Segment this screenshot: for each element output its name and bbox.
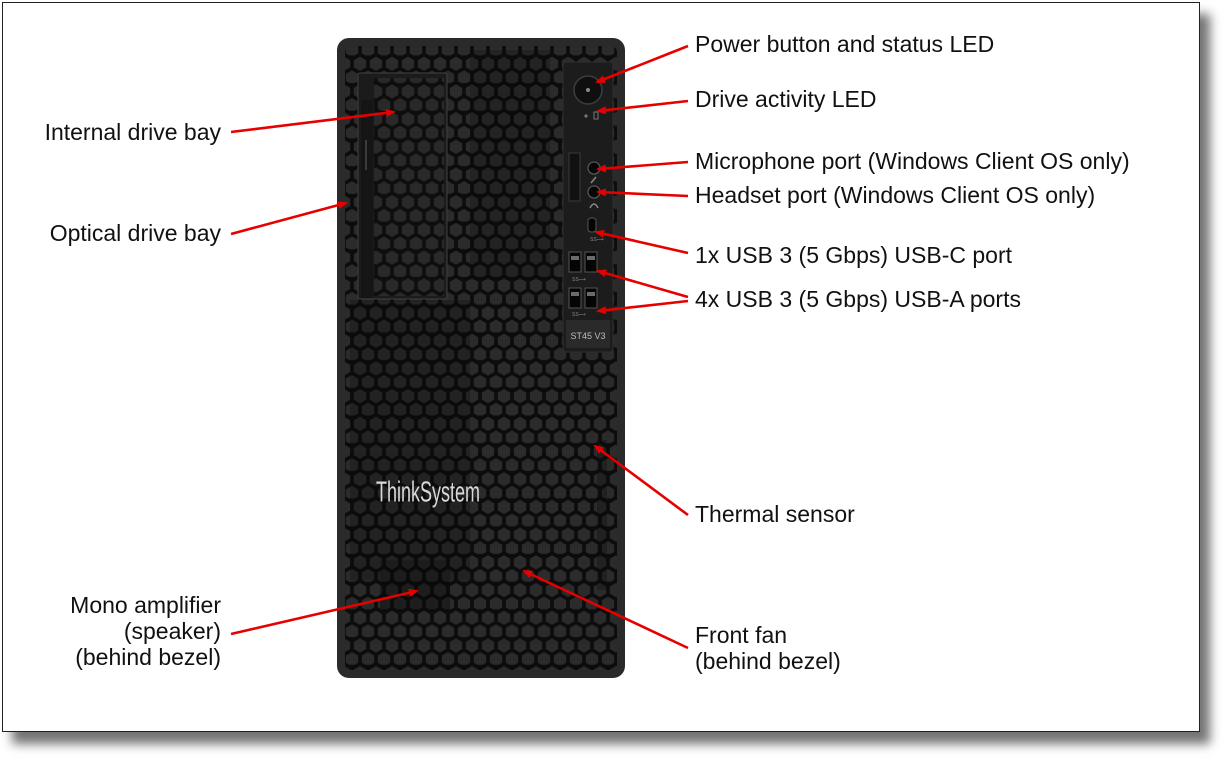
callout-headset: Headset port (Windows Client OS only)	[695, 182, 1096, 208]
optical-bay-slot	[361, 100, 373, 298]
callout-mono-amp-line2: (speaker)	[123, 618, 221, 644]
callout-usb-c: 1x USB 3 (5 Gbps) USB-C port	[695, 242, 1012, 268]
callout-thermal: Thermal sensor	[695, 501, 855, 527]
callout-microphone: Microphone port (Windows Client OS only)	[695, 148, 1130, 174]
mesh-shadow-lower	[380, 560, 450, 610]
callout-mono-amp-line1: Mono amplifier	[70, 592, 221, 618]
callout-optical-bay: Optical drive bay	[49, 220, 221, 246]
callout-drive-activity: Drive activity LED	[695, 86, 877, 112]
mesh-shadow-left	[350, 300, 470, 580]
svg-text:SS⟶: SS⟶	[590, 237, 604, 243]
brand-logo: ThinkSystem	[376, 476, 480, 508]
usb-a-lower-ports[interactable]: SS⟶	[568, 287, 598, 318]
callout-usb-a: 4x USB 3 (5 Gbps) USB-A ports	[695, 286, 1021, 312]
internal-bay-mesh	[374, 78, 444, 296]
power-icon[interactable]	[573, 75, 603, 105]
callout-mono-amp-line3: (behind bezel)	[75, 644, 221, 670]
svg-text:SS⟶: SS⟶	[572, 277, 586, 283]
thermal-sensor	[597, 440, 607, 590]
callout-front-fan-line2: (behind bezel)	[695, 648, 841, 674]
mesh-shadow-upper	[470, 50, 550, 280]
svg-text:SS⟶: SS⟶	[572, 312, 586, 318]
callout-front-fan-line1: Front fan	[695, 622, 788, 648]
callout-internal-bay: Internal drive bay	[44, 119, 221, 145]
usb-icon[interactable]: SS⟶	[568, 251, 598, 283]
model-badge: ST45 V3	[570, 331, 605, 341]
drive-led-icon	[584, 111, 599, 120]
callout-power-button: Power button and status LED	[695, 31, 995, 57]
callout-front-fan: Front fan (behind bezel)	[695, 622, 841, 674]
model-badge-plate	[566, 320, 610, 348]
callout-mono-amp: Mono amplifier (speaker) (behind bezel)	[70, 592, 221, 670]
audio-label-strip	[568, 152, 581, 202]
